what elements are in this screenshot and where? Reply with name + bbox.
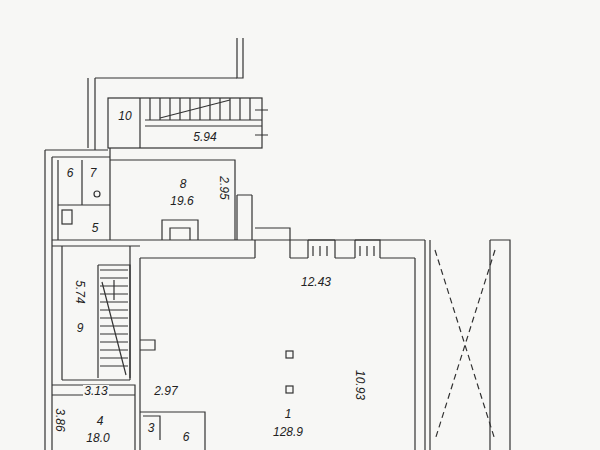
room-number: 7 <box>89 167 98 179</box>
dimension: 5.74 <box>74 279 86 304</box>
room-number: 6 <box>182 431 191 443</box>
room-number: 4 <box>96 415 105 427</box>
dimension: 12.43 <box>300 276 332 288</box>
dimension: 2.97 <box>153 385 178 397</box>
room-number: 1 <box>284 408 293 420</box>
dimension: 5.94 <box>192 131 217 143</box>
dimension: 10.93 <box>354 369 366 401</box>
room-number: 3 <box>147 422 156 434</box>
room-number: 6 <box>66 167 75 179</box>
room-number: 8 <box>179 178 188 190</box>
dimension: 3.86 <box>54 407 66 432</box>
dimension: 2.95 <box>218 175 230 200</box>
area-value: 128.9 <box>272 426 304 438</box>
room-number: 5 <box>91 222 100 234</box>
area-value: 19.6 <box>169 195 194 207</box>
area-value: 18.0 <box>85 432 110 444</box>
room-number: 9 <box>76 322 85 334</box>
dimension: 3.13 <box>83 385 108 397</box>
room-number: 10 <box>117 110 132 122</box>
